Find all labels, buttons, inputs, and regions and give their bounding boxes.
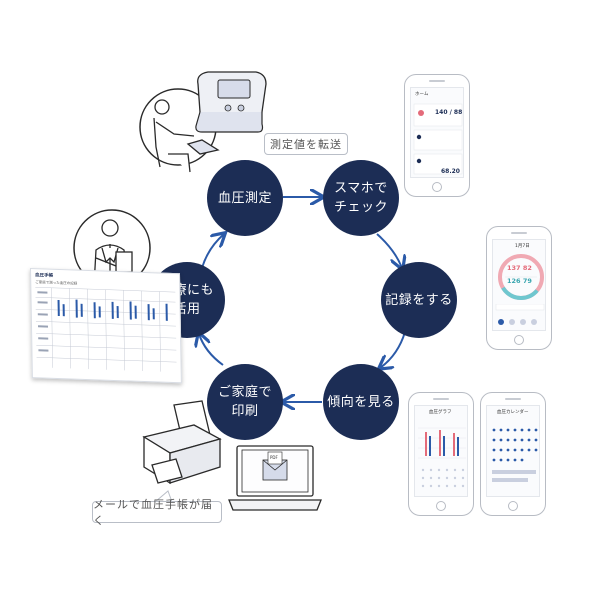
phone-home-screen: ホーム 140 / 88 68.20 xyxy=(404,74,470,197)
phone-trend-graph-title: 血圧グラフ xyxy=(429,410,452,415)
printer-paper-out xyxy=(151,458,183,484)
trend-bar-graph xyxy=(418,427,466,488)
phone-home-title: ホーム xyxy=(415,92,429,97)
bp-monitor-icon xyxy=(195,71,267,133)
printed-bp-notebook: 血圧手帳 ご家庭で測った血圧の記録 xyxy=(30,268,182,384)
phone-calendar-screen: 血圧カレンダー xyxy=(480,392,546,516)
laptop-illustration xyxy=(228,445,322,511)
calendar-grid xyxy=(492,428,538,482)
phone-record-title: 1月7日 xyxy=(515,244,530,249)
phone-trend-graph-screen: 血圧グラフ xyxy=(408,392,474,516)
arrow-print-to-clinic xyxy=(199,334,224,366)
node-measure-bp: 血圧測定 xyxy=(207,160,283,236)
phone-record-screen: 1月7日 137 82 126 79 xyxy=(486,226,552,350)
phone-home-bottom-value: 68.20 xyxy=(441,168,460,175)
pdf-file-label: PDF xyxy=(270,455,278,460)
printer-illustration xyxy=(142,400,222,485)
person-measuring-bp-illustration xyxy=(139,71,267,173)
phone-calendar-title: 血圧カレンダー xyxy=(497,410,529,415)
arrow-clinic-to-measure xyxy=(201,234,224,269)
email-pdf-icon xyxy=(262,451,288,481)
bp-gauge xyxy=(498,254,544,300)
node-check-smartphone: スマホで チェック xyxy=(323,160,399,236)
node-view-trend: 傾向を見る xyxy=(323,364,399,440)
arrow-check-to-record xyxy=(376,233,402,268)
gauge-morning-value: 137 82 xyxy=(507,264,532,272)
phone-home-bp-reading: 140 / 88 xyxy=(435,109,463,116)
callout-email-notebook: メールで血圧手帳が届く xyxy=(92,498,222,527)
node-record: 記録をする xyxy=(381,262,457,338)
gauge-evening-value: 126 79 xyxy=(507,277,532,285)
arrow-record-to-trend xyxy=(380,331,406,368)
callout-transfer-values: 測定値を転送 xyxy=(264,133,348,155)
node-print-at-home: ご家庭で 印刷 xyxy=(207,364,283,440)
notebook-table xyxy=(35,286,177,372)
